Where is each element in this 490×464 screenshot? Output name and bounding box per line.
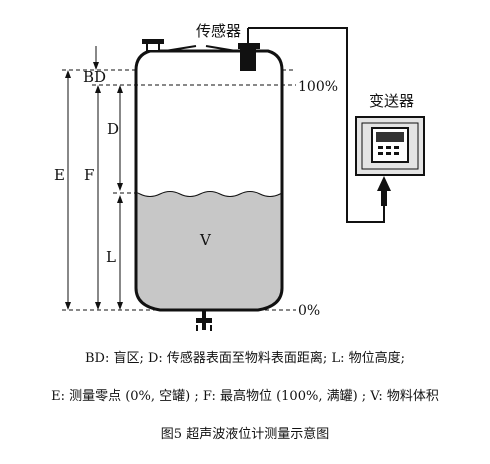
top-nozzle (142, 39, 164, 52)
sensor-label: 传感器 (196, 22, 241, 40)
ultrasonic-sensor (238, 28, 260, 71)
signal-cable (248, 27, 385, 223)
legend-line-1: BD: 盲区; D: 传感器表面至物料表面距离; L: 物位高度; (85, 351, 405, 366)
figure-caption: 图5 超声波液位计测量示意图 (160, 427, 330, 442)
dim-l-label: L (106, 248, 116, 266)
level-100-label: 100% (298, 79, 338, 95)
volume-label: V (199, 231, 212, 249)
tank-outline (134, 49, 284, 312)
transmitter-label: 变送器 (369, 92, 414, 110)
dimension-bd (93, 46, 99, 70)
dimension-f (95, 85, 101, 310)
dim-e-label: E (54, 166, 65, 184)
dimension-d (117, 85, 123, 191)
legend-line-2: E: 测量零点 (0%, 空罐) ; F: 最高物位 (100%, 满罐) ; … (51, 389, 439, 404)
bottom-outlet (196, 310, 212, 331)
dimension-l (117, 195, 123, 310)
dimension-e (65, 70, 71, 310)
level-measurement-diagram: 传感器 变送器 E (54, 22, 425, 331)
liquid-material (136, 191, 282, 310)
transmitter-unit (355, 116, 425, 176)
dim-f-label: F (84, 166, 94, 184)
dim-d-label: D (107, 120, 119, 138)
level-0-label: 0% (298, 303, 320, 319)
dim-bd-label: BD (83, 68, 106, 86)
